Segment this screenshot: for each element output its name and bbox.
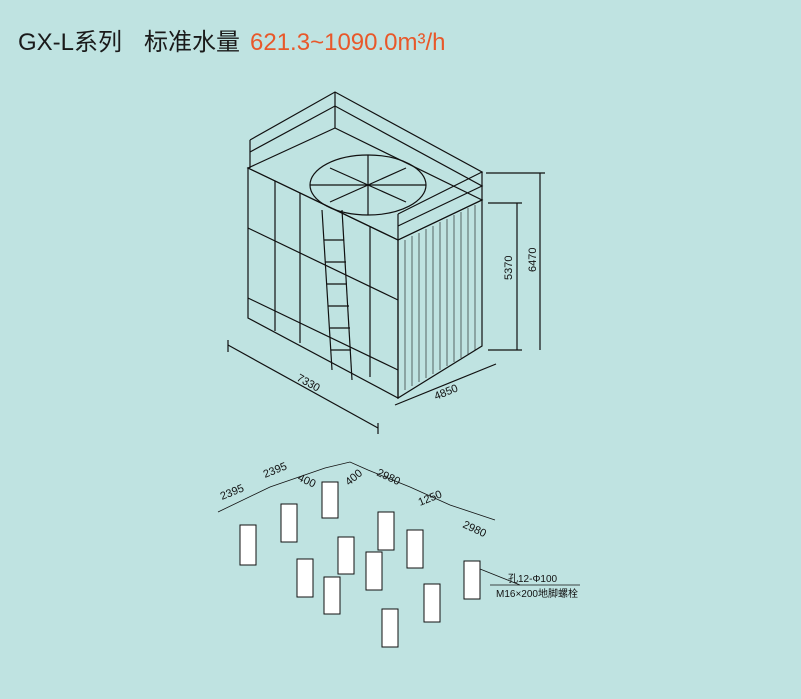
dim-d7: 2980	[461, 519, 488, 540]
series-name: GX-L系列	[18, 29, 123, 56]
louver-grille	[404, 205, 476, 390]
hole-note: 孔12-Φ100	[508, 573, 558, 585]
dim-line-length	[227, 344, 379, 429]
foundation-piers	[239, 481, 481, 648]
dim-width: 4850	[433, 382, 460, 402]
dim-inner-height: 5370	[503, 256, 515, 280]
pier	[423, 583, 441, 623]
flow-unit: m³/h	[397, 29, 446, 56]
pier	[406, 529, 424, 569]
pier	[381, 608, 399, 648]
dim-d2: 2395	[262, 460, 289, 480]
pier	[280, 503, 298, 543]
pier	[239, 524, 257, 566]
top-railing	[249, 91, 484, 215]
pier	[377, 511, 395, 551]
tower-left-face	[247, 167, 399, 399]
dim-d1: 2395	[219, 482, 246, 502]
flow-range: 621.3~1090.0m³/h	[250, 29, 445, 56]
ladder-rail-left	[321, 209, 333, 371]
dim-total-height: 6470	[527, 248, 539, 272]
dim-d3: 400	[296, 472, 318, 491]
pier	[321, 481, 339, 519]
capacity-label: 标准水量	[144, 29, 241, 56]
dim-d5: 2980	[375, 467, 402, 488]
ladder-rail-right	[341, 209, 353, 381]
pier	[323, 576, 341, 615]
dim-line-width	[394, 363, 497, 406]
page-title: GX-L系列标准水量 621.3~1090.0m³/h	[18, 22, 446, 57]
foundation-dim-line	[217, 461, 496, 521]
dim-d4: 400	[343, 467, 365, 488]
bolt-note: M16×200地脚螺栓	[496, 587, 578, 600]
cooling-tower-drawing	[217, 91, 580, 586]
pier	[463, 560, 481, 600]
flow-value: 621.3~1090.0	[250, 29, 398, 56]
pier	[337, 536, 355, 575]
pier	[296, 558, 314, 598]
pier	[365, 551, 383, 591]
dim-length: 7330	[295, 372, 322, 394]
